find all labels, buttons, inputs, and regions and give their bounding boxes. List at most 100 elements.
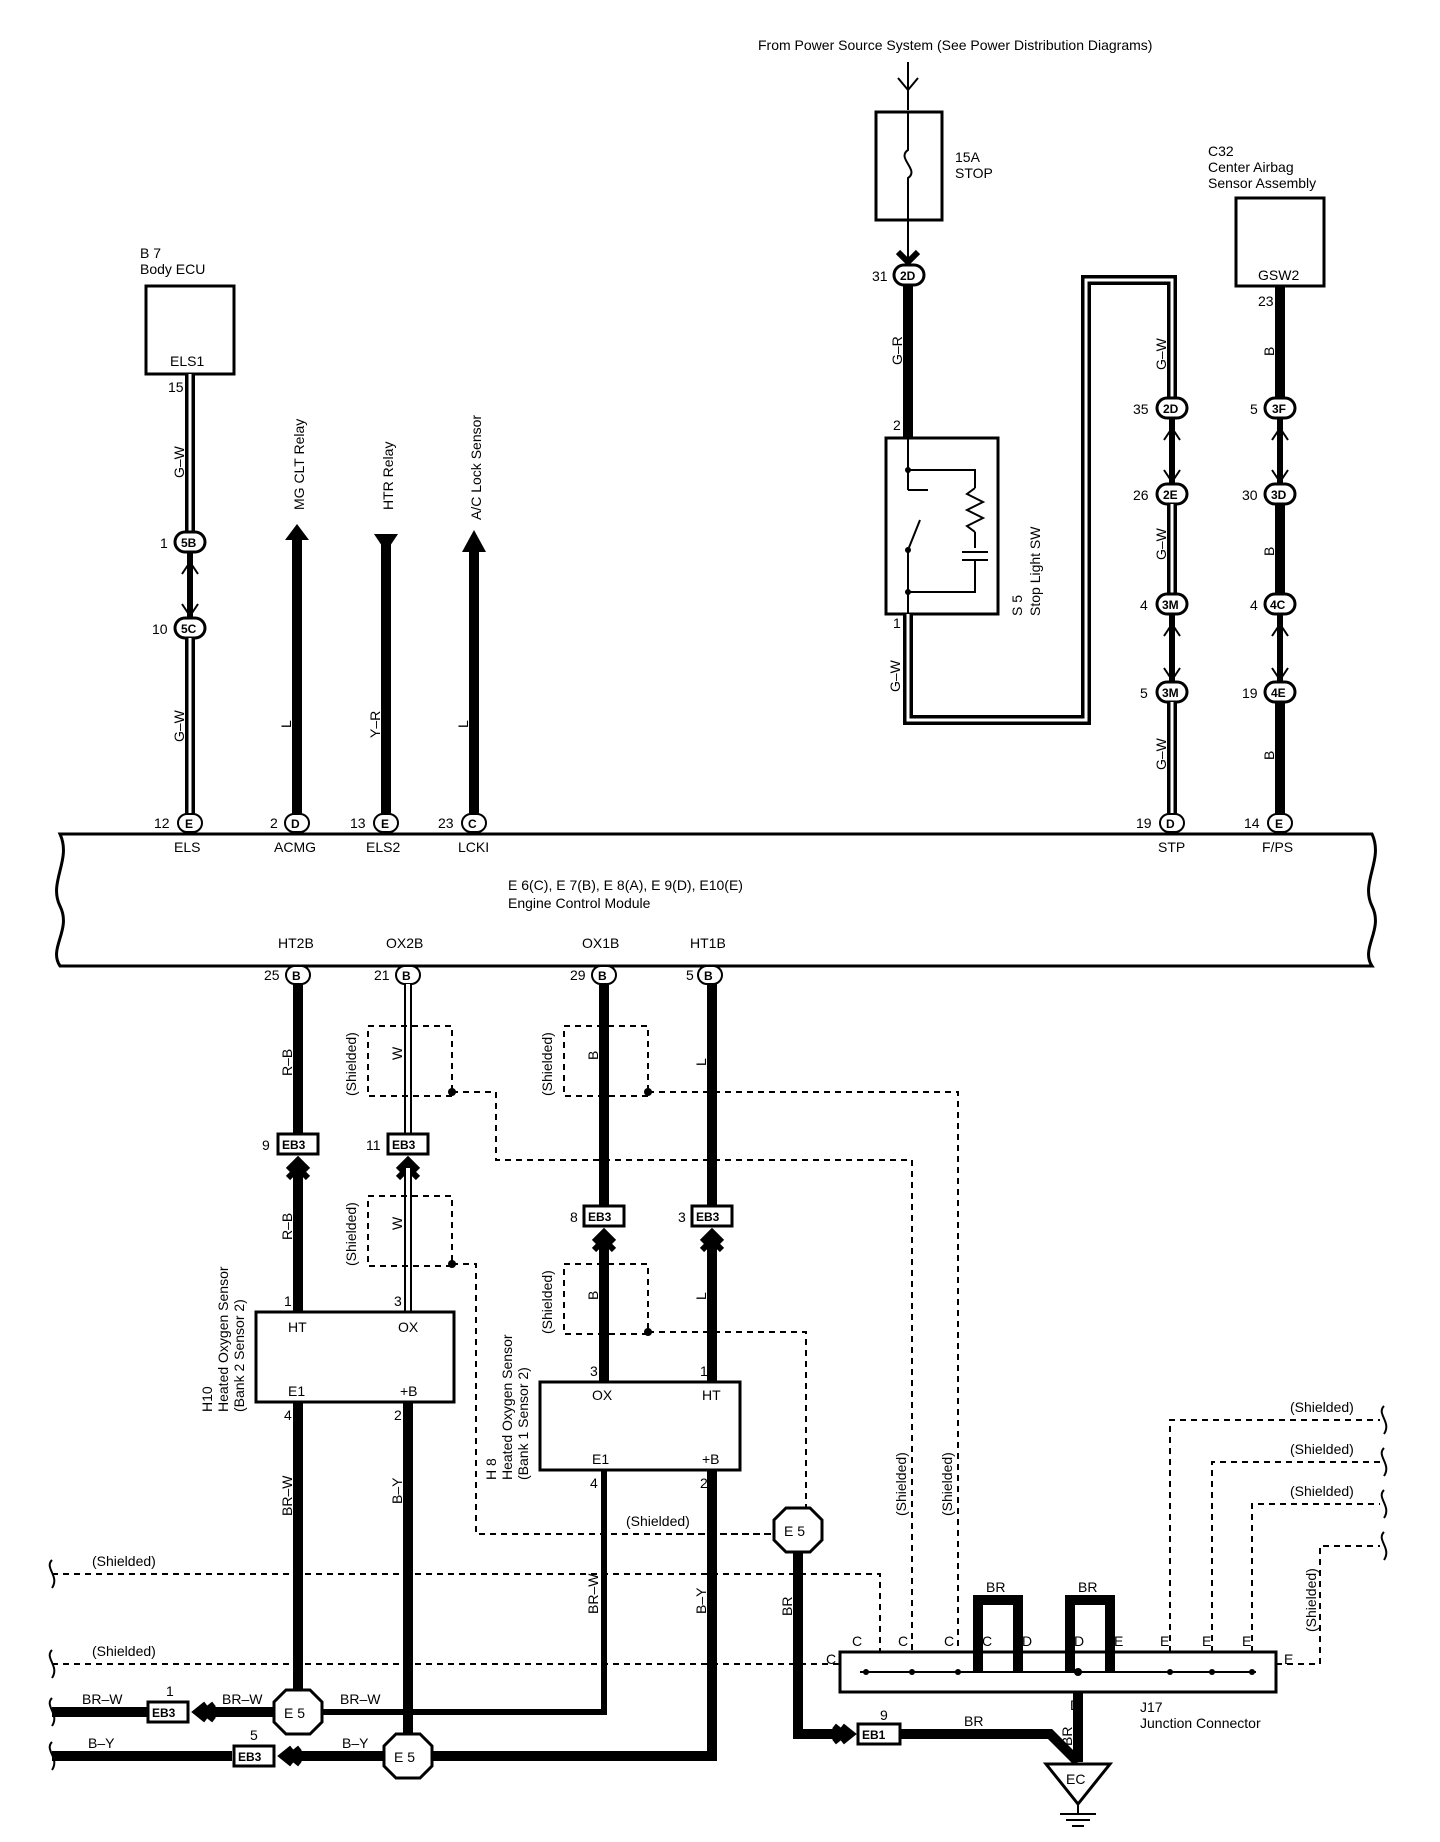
ecm-terminal-stp: D 19 STP (1136, 813, 1185, 855)
pin-letter: D (1022, 1633, 1032, 1649)
pin-label: 2 (893, 417, 901, 433)
connector-pin: 10 (152, 621, 168, 637)
bridge-label: BR (986, 1579, 1005, 1595)
shielded-label: (Shielded) (626, 1513, 690, 1529)
shield-line (1251, 1503, 1380, 1652)
ecm-terminal-ox2b: OX2B B 21 (374, 935, 423, 985)
wire-color-label: BR–W (585, 1573, 601, 1614)
connector-pin: 1 (166, 1683, 174, 1699)
shielded-label: (Shielded) (343, 1202, 359, 1266)
svg-text:25: 25 (264, 967, 280, 983)
terminal-label: HT (702, 1387, 721, 1403)
connector-code: 2D (1163, 402, 1179, 416)
svg-text:HT1B: HT1B (690, 935, 726, 951)
junction-name: Junction Connector (1140, 1715, 1261, 1731)
shielded-label: (Shielded) (539, 1270, 555, 1334)
svg-text:23: 23 (438, 815, 454, 831)
connector-code: EB3 (696, 1210, 720, 1224)
sensor-id: H 8 (483, 1458, 499, 1480)
connector-pin: 4 (1250, 597, 1258, 613)
connector-pin: 5 (1250, 401, 1258, 417)
pin-letter: E (1242, 1633, 1251, 1649)
wire-color-label: B–Y (88, 1735, 115, 1751)
svg-text:5: 5 (686, 967, 694, 983)
switch-id: S 5 (1009, 595, 1025, 616)
wire-color-label: G–W (1153, 737, 1169, 770)
svg-text:F/PS: F/PS (1262, 839, 1293, 855)
terminal-label: HT (288, 1319, 307, 1335)
terminal-label: OX (398, 1319, 419, 1335)
pin-label: 23 (1258, 293, 1274, 309)
connector-code: 2E (1163, 488, 1178, 502)
splice-label: E 5 (784, 1523, 805, 1539)
shield-line (1276, 1545, 1380, 1665)
ground-label: EC (1066, 1771, 1085, 1787)
pin-label: 1 (284, 1293, 292, 1309)
arrow-icon (374, 534, 398, 552)
connector-code: 3M (1162, 598, 1179, 612)
fuse-rating: 15A (955, 149, 981, 165)
wire-color-label: B (585, 1291, 601, 1300)
splice-label: E 5 (284, 1705, 305, 1721)
wire-color-label: W (389, 1046, 405, 1060)
sensor-bank1-box (538, 1380, 742, 1472)
pin-label: 15 (168, 379, 184, 395)
sensor-name: Heated Oxygen Sensor (215, 1266, 231, 1412)
wire-color-label: W (389, 1216, 405, 1230)
terminal-label: E1 (592, 1451, 609, 1467)
svg-text:OX2B: OX2B (386, 935, 423, 951)
shield-drain (648, 1331, 807, 1512)
ecm-name: Engine Control Module (508, 895, 651, 911)
svg-text:B: B (402, 969, 411, 983)
pin-label: 2 (394, 1407, 402, 1423)
ground-ec (1042, 1762, 1114, 1807)
pin-letter: E (1160, 1633, 1169, 1649)
wire-color-label: B–Y (389, 1477, 405, 1504)
connector-code: EB3 (152, 1706, 176, 1720)
svg-text:29: 29 (570, 967, 586, 983)
airbag-name: Sensor Assembly (1208, 175, 1316, 191)
connector-code: EB3 (238, 1750, 262, 1764)
wire-br-w (320, 1470, 607, 1715)
connector-pin: 1 (160, 535, 168, 551)
shield-line (1169, 1419, 1380, 1652)
wire-color-label: L (693, 1058, 709, 1066)
sensor-name: (Bank 2 Sensor 2) (231, 1299, 247, 1412)
pin-label: 4 (590, 1475, 598, 1491)
svg-text:21: 21 (374, 967, 390, 983)
pin-label: 3 (590, 1363, 598, 1379)
airbag-name: Center Airbag (1208, 159, 1294, 175)
output-label: A/C Lock Sensor (468, 415, 484, 520)
shielded-label: (Shielded) (893, 1452, 909, 1516)
svg-text:HT2B: HT2B (278, 935, 314, 951)
connector-eb3 (146, 1700, 190, 1724)
ecm-body (55, 832, 1377, 968)
connector-pin: 5 (1140, 685, 1148, 701)
sensor-id: H10 (199, 1386, 215, 1412)
sensor-name: Heated Oxygen Sensor (499, 1334, 515, 1480)
ecm-terminal-els: E 12 ELS (154, 813, 203, 855)
wire-color-label: BR–W (279, 1475, 295, 1516)
svg-text:E: E (185, 817, 193, 831)
svg-text:B: B (598, 969, 607, 983)
wire-color-label: G–W (1153, 527, 1169, 560)
wire-color-label: B (1261, 751, 1277, 760)
svg-text:B: B (704, 969, 713, 983)
pin-letter: D (1074, 1633, 1084, 1649)
sensor-bank2-box (254, 1310, 456, 1404)
pin-letter: C (982, 1633, 992, 1649)
connector-code: 5B (181, 536, 197, 550)
connector-code: 3D (1271, 488, 1287, 502)
splice-e5 (772, 1506, 824, 1554)
wire-color-label: BR–W (340, 1691, 381, 1707)
airbag-sensor-box (1234, 196, 1326, 288)
svg-text:2: 2 (270, 815, 278, 831)
arrow-icon (285, 524, 309, 540)
svg-text:14: 14 (1244, 815, 1260, 831)
output-label: HTR Relay (380, 442, 396, 510)
svg-text:E: E (381, 817, 389, 831)
svg-text:LCKI: LCKI (458, 839, 489, 855)
connector-pin: 8 (570, 1209, 578, 1225)
connector-pin: 3 (678, 1209, 686, 1225)
pin-letter: C (898, 1633, 908, 1649)
